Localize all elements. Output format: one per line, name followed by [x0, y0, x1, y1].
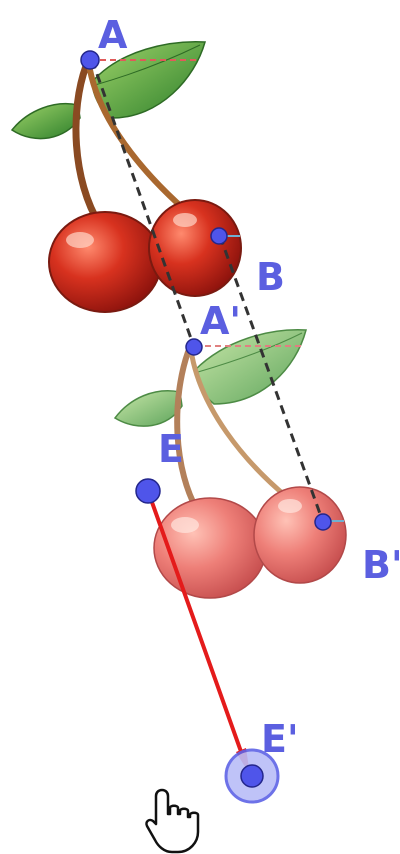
translated-cherry-right	[254, 487, 346, 583]
translated-leaf-left	[115, 391, 182, 426]
label-e: E	[158, 427, 184, 471]
translated-cherry	[115, 330, 346, 598]
hand-pointer-icon	[146, 790, 198, 852]
translated-cherry-left	[154, 498, 266, 598]
point-e[interactable]	[136, 479, 160, 503]
label-b-prime: B'	[362, 543, 400, 587]
label-e-prime: E'	[261, 717, 299, 761]
original-cherry-left	[49, 212, 161, 312]
point-b-prime[interactable]	[315, 514, 331, 530]
label-a-prime: A'	[200, 299, 241, 343]
original-cherry-right	[149, 200, 241, 296]
original-cherry	[12, 42, 241, 312]
point-b[interactable]	[211, 228, 227, 244]
label-a: A	[98, 13, 128, 57]
point-a[interactable]	[81, 51, 99, 69]
label-b: B	[256, 255, 285, 299]
original-leaf-left	[12, 104, 80, 139]
